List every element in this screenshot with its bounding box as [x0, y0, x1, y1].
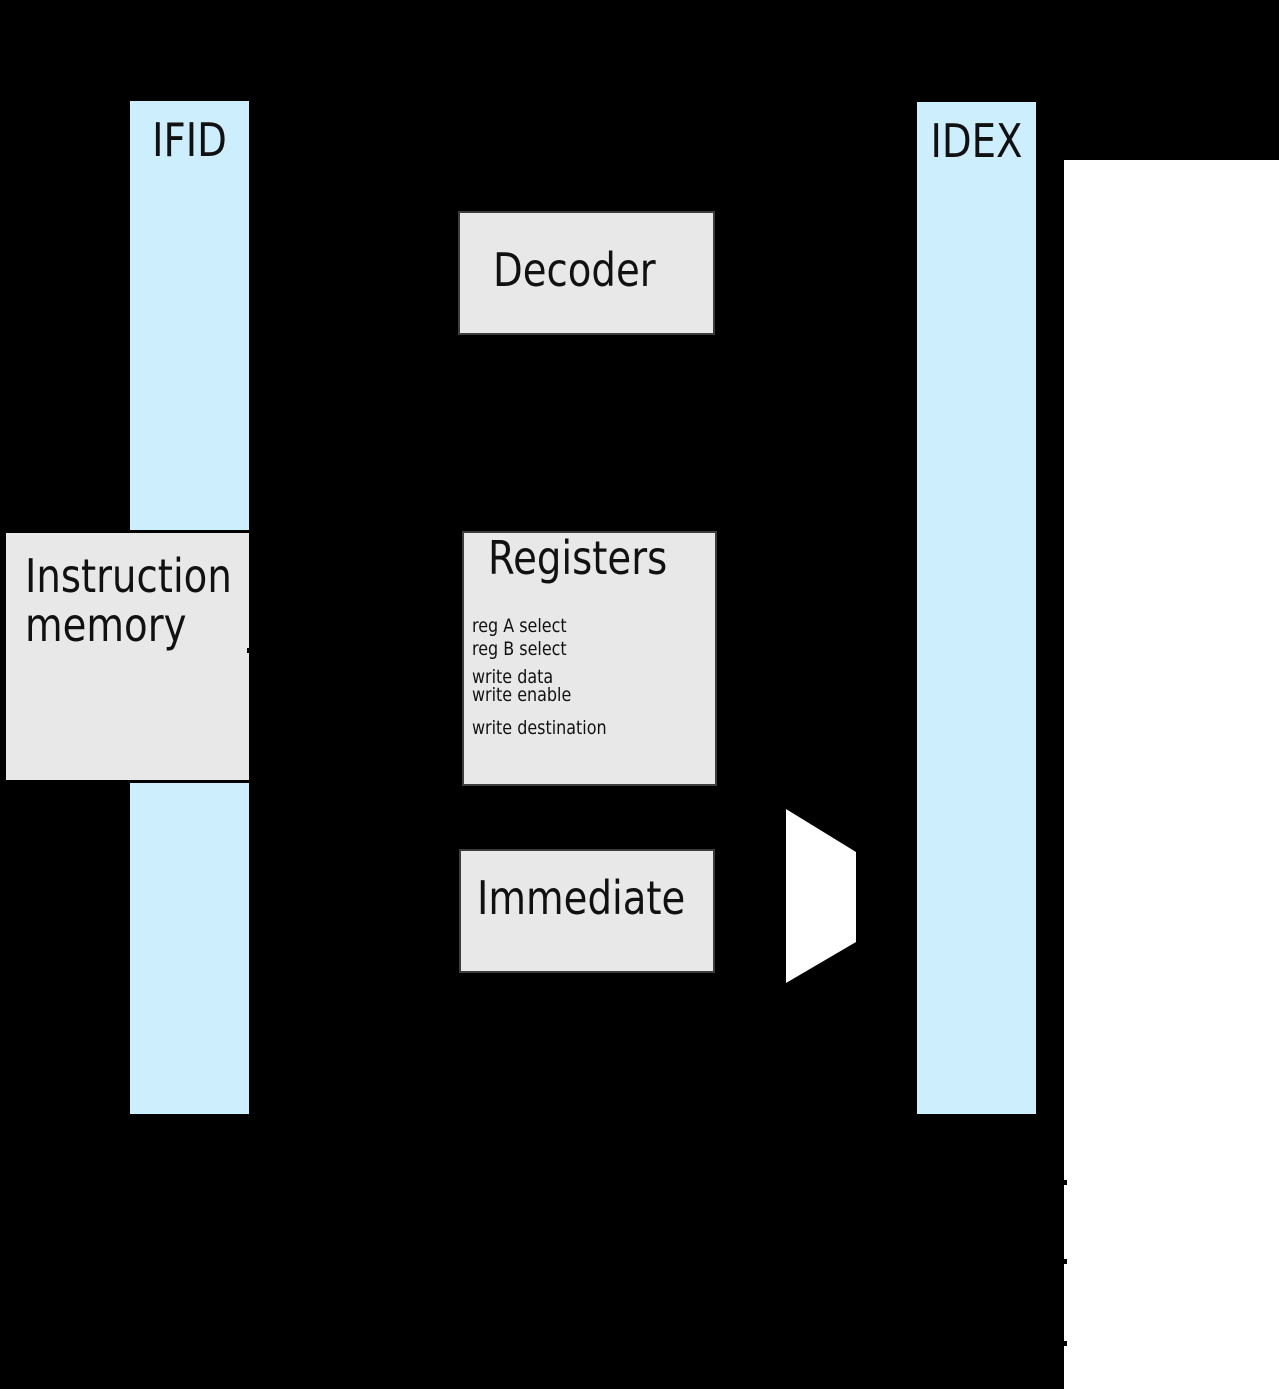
port-reg-a-select: reg A select	[472, 615, 567, 637]
panel-wire-stub-2	[1061, 1259, 1067, 1264]
mux-polygon	[786, 809, 856, 983]
decoder-label: Decoder	[493, 243, 656, 297]
immediate-block: Immediate	[459, 849, 715, 973]
instruction-memory-label: Instruction memory	[25, 549, 232, 652]
mux-shape	[786, 809, 856, 983]
panel-wire-stub-1	[1061, 1180, 1067, 1185]
decoder-block: Decoder	[458, 211, 715, 335]
port-reg-b-select: reg B select	[472, 638, 567, 660]
port-write-destination: write destination	[472, 717, 607, 739]
immediate-label: Immediate	[477, 871, 686, 925]
pipeline-register-idex: IDEX	[915, 100, 1038, 1116]
panel-wire-stub-3	[1061, 1341, 1067, 1346]
registers-block: Registers reg A select reg B select writ…	[462, 531, 717, 786]
instruction-memory-output-stub	[247, 648, 252, 653]
right-white-panel	[1064, 160, 1279, 1389]
port-write-enable: write enable	[472, 684, 572, 706]
port-write-data: write data	[472, 666, 554, 688]
registers-title: Registers	[488, 531, 668, 585]
ifid-label: IFID	[152, 113, 227, 167]
idex-label: IDEX	[930, 114, 1023, 168]
instruction-memory-block: Instruction memory	[3, 530, 252, 783]
ifid-wire-stub	[250, 117, 254, 123]
